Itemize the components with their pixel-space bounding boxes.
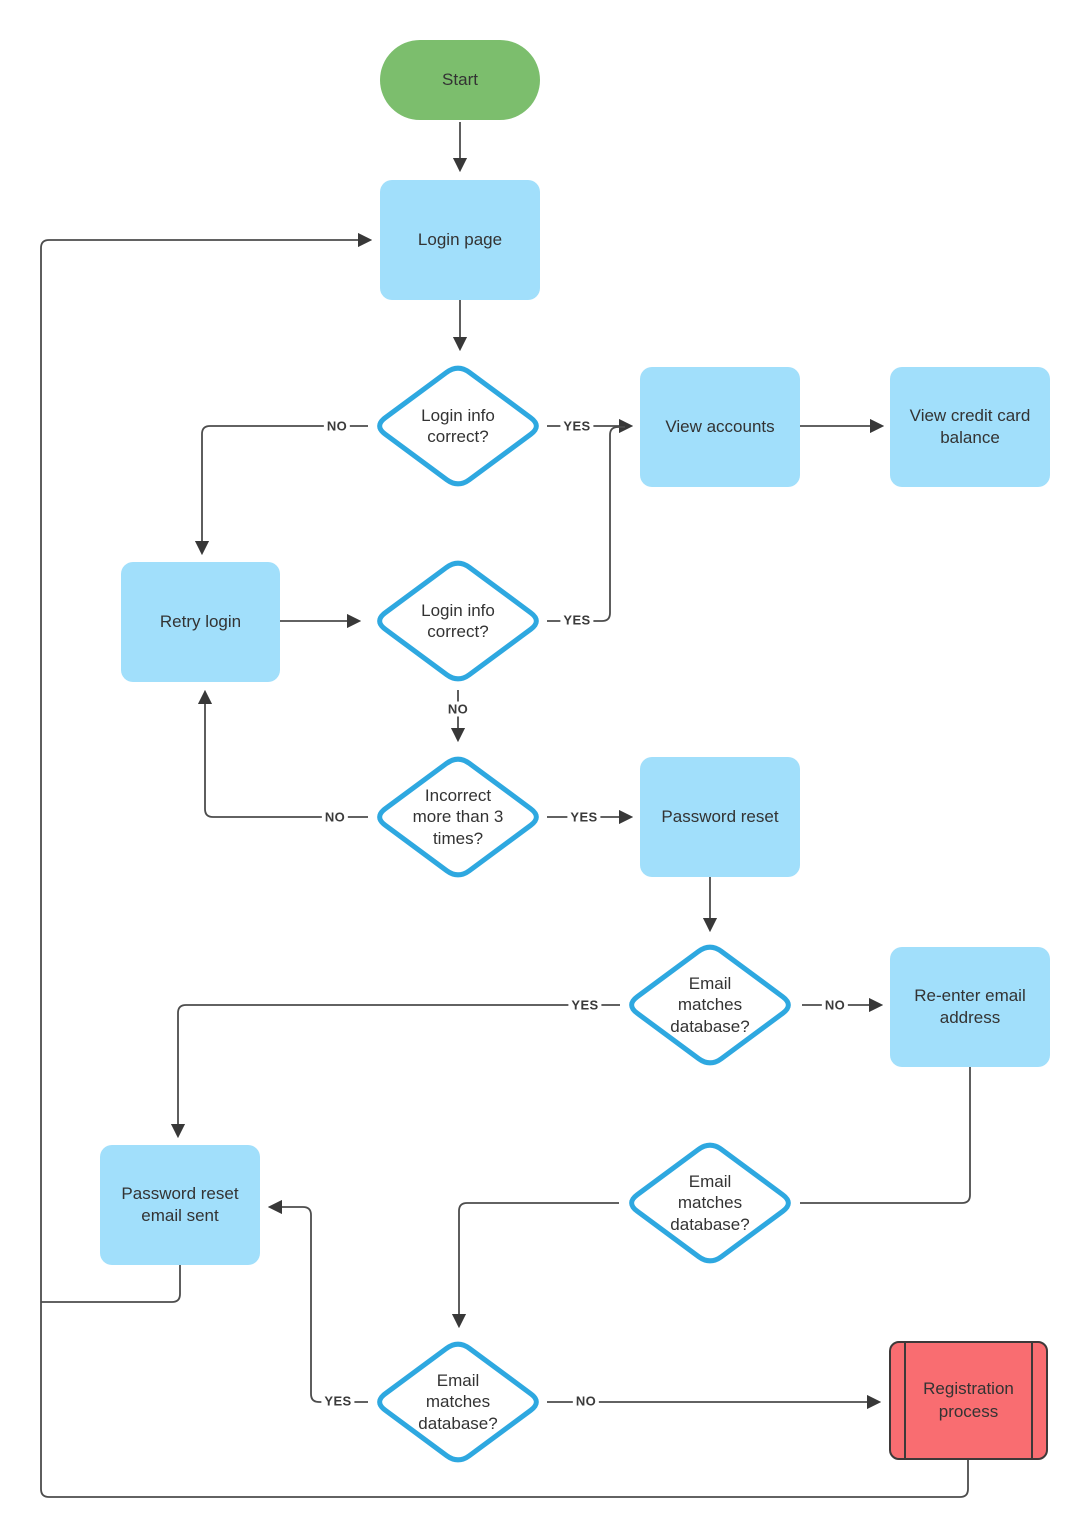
- decision-login-info-1-label: Login info correct?: [421, 405, 495, 446]
- edge-loop-to-login: [40, 232, 969, 1498]
- decision-email-matches-1: Email matches database?: [622, 938, 798, 1072]
- node-view-credit-card-balance-label: View credit card balance: [909, 405, 1031, 447]
- decision-login-info-2-label: Login info correct?: [421, 600, 495, 641]
- edge-decision4-yes: [170, 1004, 620, 1139]
- decision-login-info-2: Login info correct?: [370, 554, 546, 688]
- decision-login-info-1: Login info correct?: [370, 359, 546, 493]
- decision-email-matches-3: Email matches database?: [370, 1335, 546, 1469]
- edge-label-decision4-no: NO: [821, 997, 849, 1013]
- edge-label-decision4-yes: YES: [568, 997, 602, 1013]
- diamond-shape: [629, 1142, 791, 1264]
- decision-incorrect-3-times: Incorrect more than 3 times?: [370, 750, 546, 884]
- edge-label-decision6-yes: YES: [321, 1393, 355, 1409]
- node-view-accounts: View accounts: [640, 367, 800, 487]
- diamond-shape: [629, 944, 791, 1066]
- node-registration-process: Registration process: [889, 1341, 1048, 1460]
- node-start: Start: [380, 40, 540, 120]
- edge-label-decision1-yes: YES: [560, 418, 594, 434]
- node-re-enter-email-label: Re-enter email address: [914, 985, 1026, 1027]
- edge-label-decision2-no: NO: [444, 701, 472, 717]
- decision-incorrect-3-times-label: Incorrect more than 3 times?: [412, 786, 504, 848]
- edge-label-decision6-no: NO: [572, 1393, 600, 1409]
- diamond-shape: [377, 365, 539, 487]
- decision-email-matches-2-label: Email matches database?: [670, 1172, 750, 1234]
- node-login-page: Login page: [380, 180, 540, 300]
- edge-decision5-decision6: [451, 1202, 619, 1329]
- decision-email-matches-2: Email matches database?: [622, 1136, 798, 1270]
- decision-email-matches-3-label: Email matches database?: [418, 1371, 498, 1433]
- node-password-reset: Password reset: [640, 757, 800, 877]
- edge-label-decision3-no: NO: [321, 809, 349, 825]
- node-view-credit-card-balance: View credit card balance: [890, 367, 1050, 487]
- edge-label-decision3-yes: YES: [567, 809, 601, 825]
- node-registration-process-label: Registration process: [923, 1379, 1014, 1421]
- edge-label-decision2-yes: YES: [560, 612, 594, 628]
- edge-decision3-no: [197, 689, 368, 818]
- node-login-page-label: Login page: [417, 229, 503, 249]
- node-retry-login-label: Retry login: [159, 611, 242, 631]
- node-password-reset-email-sent: Password reset email sent: [100, 1145, 260, 1265]
- diamond-shape: [377, 1341, 539, 1463]
- node-start-label: Start: [442, 69, 478, 89]
- decision-email-matches-1-label: Email matches database?: [670, 974, 750, 1036]
- edges-group: [40, 122, 971, 1498]
- diamond-shape: [377, 756, 539, 878]
- node-re-enter-email: Re-enter email address: [890, 947, 1050, 1067]
- edge-emailsent-loop: [41, 1265, 181, 1303]
- node-password-reset-label: Password reset: [661, 806, 779, 826]
- node-retry-login: Retry login: [121, 562, 280, 682]
- edge-label-decision1-no: NO: [323, 418, 351, 434]
- edge-decision2-yes: [547, 426, 625, 622]
- edge-decision1-no: [194, 425, 368, 556]
- node-view-accounts-label: View accounts: [665, 416, 775, 436]
- predefined-process-stripe-left: [904, 1343, 906, 1458]
- node-password-reset-email-sent-label: Password reset email sent: [121, 1183, 239, 1225]
- predefined-process-stripe-right: [1031, 1343, 1033, 1458]
- diamond-shape: [377, 560, 539, 682]
- edge-reenter-decision5: [800, 1067, 971, 1204]
- edge-decision6-yes: [267, 1199, 368, 1403]
